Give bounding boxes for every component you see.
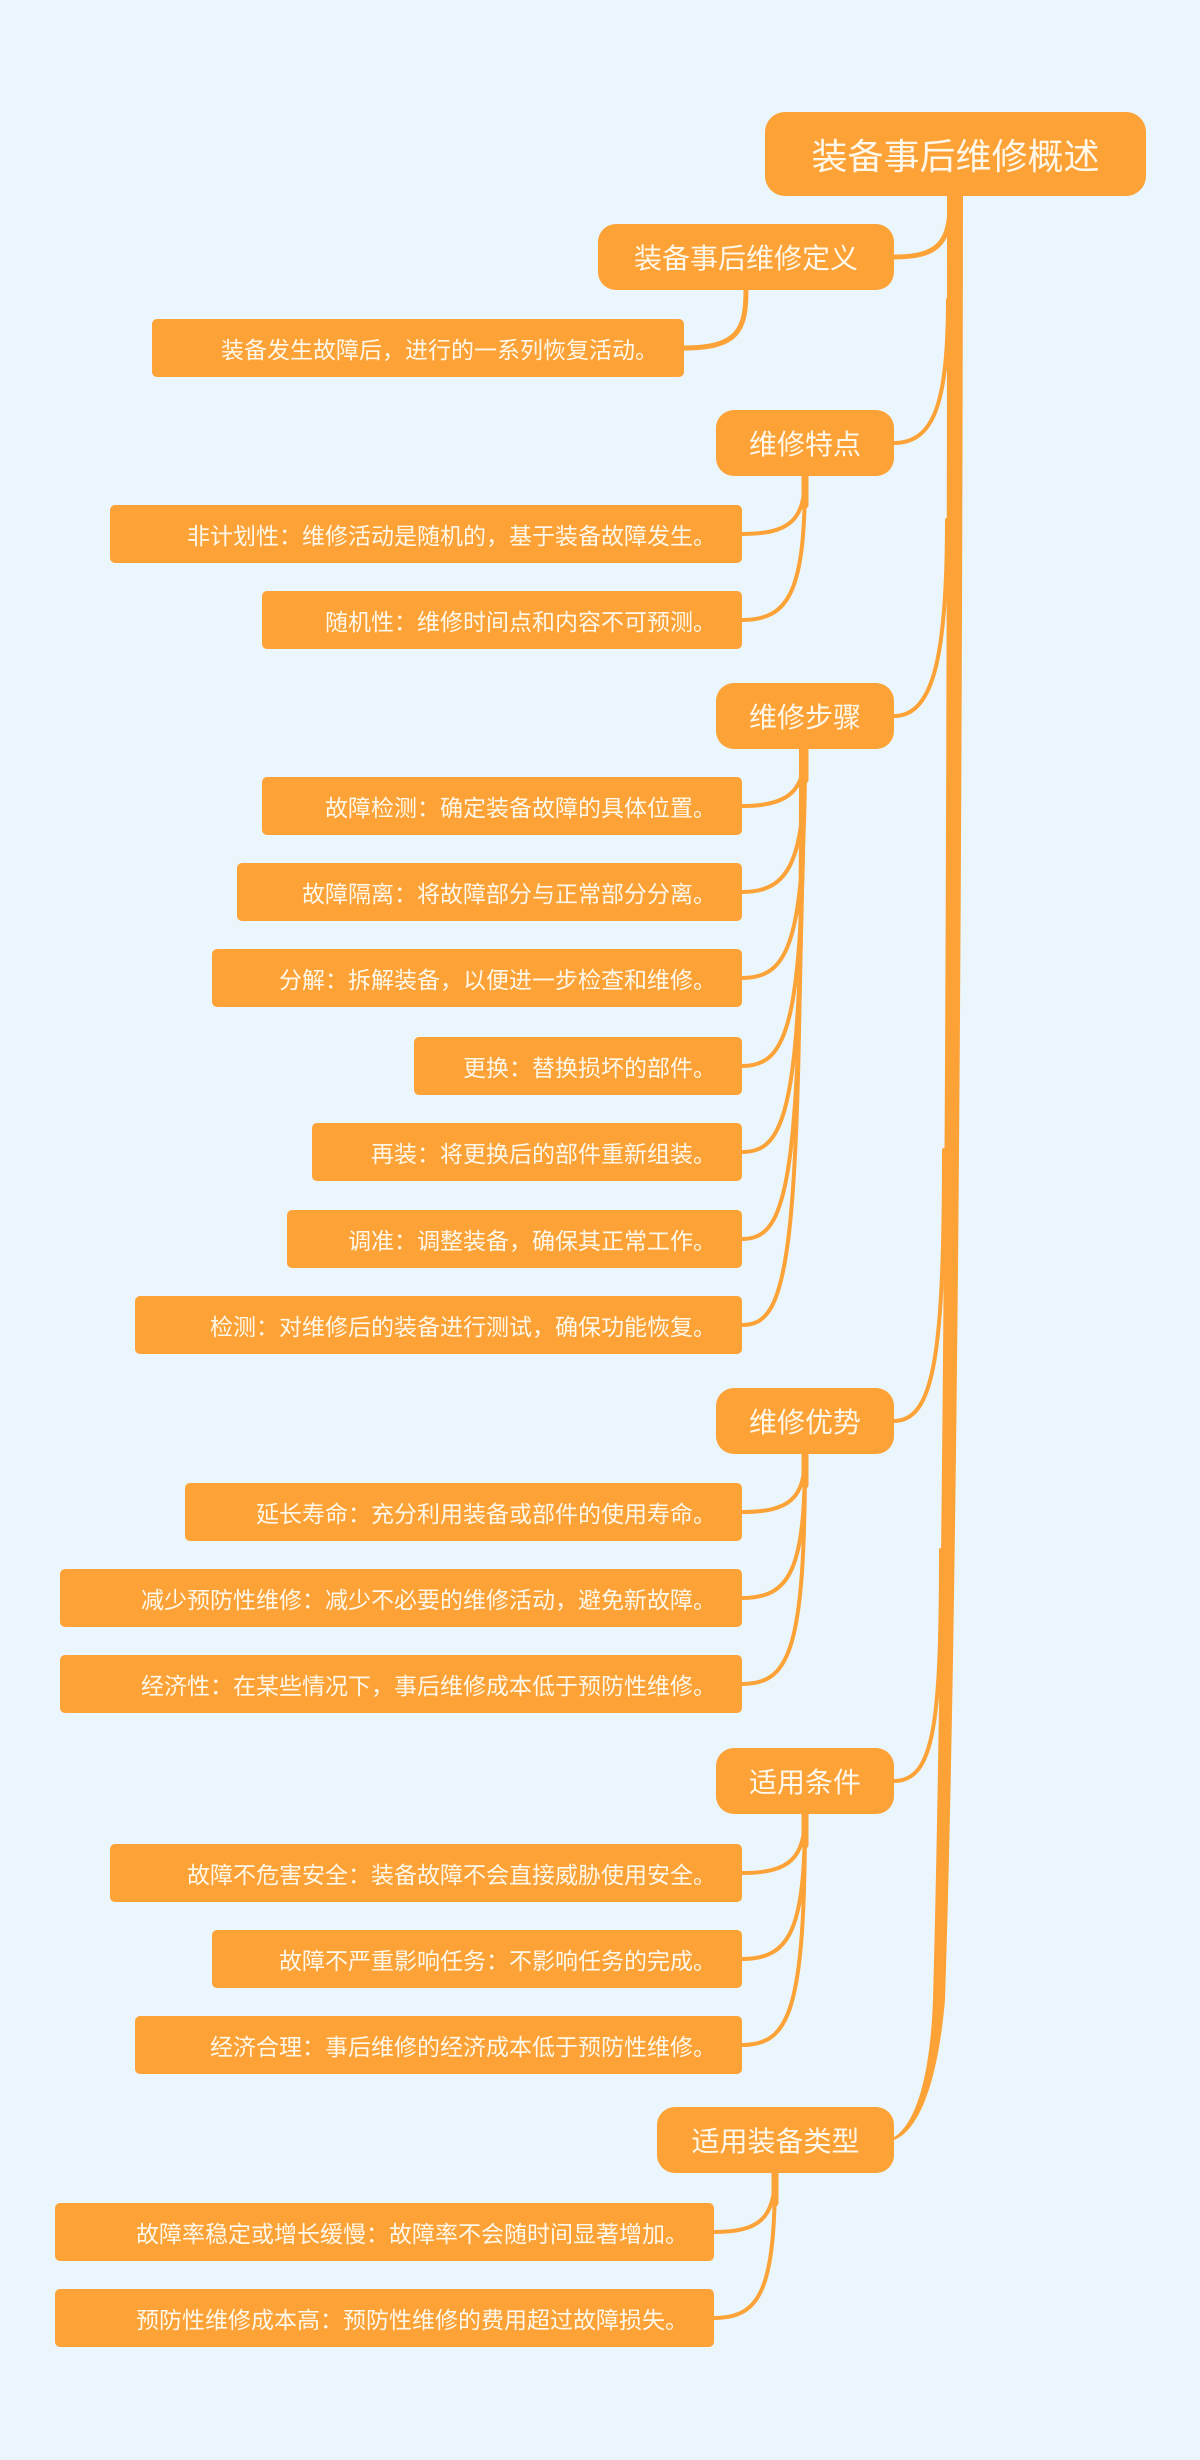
topic-characteristics[interactable]: 维修特点	[716, 410, 894, 476]
leaf-steps-1[interactable]: 故障检测：确定装备故障的具体位置。	[262, 777, 742, 835]
topic-equipment-types[interactable]: 适用装备类型	[657, 2107, 894, 2173]
sub-trunk-1	[681, 287, 749, 351]
leaf-steps-5[interactable]: 再装：将更换后的部件重新组装。	[312, 1123, 742, 1181]
sub-branch	[740, 474, 807, 622]
topic-steps[interactable]: 维修步骤	[716, 683, 894, 749]
sub-branch	[740, 474, 807, 536]
leaf-advantages-1[interactable]: 延长寿命：充分利用装备或部件的使用寿命。	[185, 1483, 742, 1541]
topic-definition[interactable]: 装备事后维修定义	[598, 224, 894, 290]
topic-conditions[interactable]: 适用条件	[716, 1748, 894, 1814]
leaf-equipment-types-1[interactable]: 故障率稳定或增长缓慢：故障率不会随时间显著增加。	[55, 2203, 714, 2261]
leaf-steps-6[interactable]: 调准：调整装备，确保其正常工作。	[287, 1210, 742, 1268]
leaf-steps-2[interactable]: 故障隔离：将故障部分与正常部分分离。	[237, 863, 742, 921]
leaf-steps-4[interactable]: 更换：替换损坏的部件。	[414, 1037, 742, 1095]
leaf-conditions-1[interactable]: 故障不危害安全：装备故障不会直接威胁使用安全。	[110, 1844, 742, 1902]
branch-topic-5	[892, 1548, 943, 1783]
main-trunk	[893, 190, 963, 2140]
leaf-advantages-3[interactable]: 经济性：在某些情况下，事后维修成本低于预防性维修。	[60, 1655, 742, 1713]
leaf-conditions-3[interactable]: 经济合理：事后维修的经济成本低于预防性维修。	[135, 2016, 742, 2074]
root-topic[interactable]: 装备事后维修概述	[765, 112, 1146, 196]
leaf-conditions-2[interactable]: 故障不严重影响任务：不影响任务的完成。	[212, 1930, 742, 1988]
branch-topic-1	[891, 202, 953, 260]
branch-topic-3	[892, 518, 949, 718]
leaf-characteristics-1[interactable]: 非计划性：维修活动是随机的，基于装备故障发生。	[110, 505, 742, 563]
leaf-advantages-2[interactable]: 减少预防性维修：减少不必要的维修活动，避免新故障。	[60, 1569, 742, 1627]
topic-advantages[interactable]: 维修优势	[716, 1388, 894, 1454]
branch-topic-2	[892, 298, 950, 445]
leaf-characteristics-2[interactable]: 随机性：维修时间点和内容不可预测。	[262, 591, 742, 649]
leaf-steps-7[interactable]: 检测：对维修后的装备进行测试，确保功能恢复。	[135, 1296, 742, 1354]
leaf-definition-1[interactable]: 装备发生故障后，进行的一系列恢复活动。	[152, 319, 684, 377]
leaf-equipment-types-2[interactable]: 预防性维修成本高：预防性维修的费用超过故障损失。	[55, 2289, 714, 2347]
leaf-steps-3[interactable]: 分解：拆解装备，以便进一步检查和维修。	[212, 949, 742, 1007]
branch-topic-4	[892, 1148, 946, 1423]
